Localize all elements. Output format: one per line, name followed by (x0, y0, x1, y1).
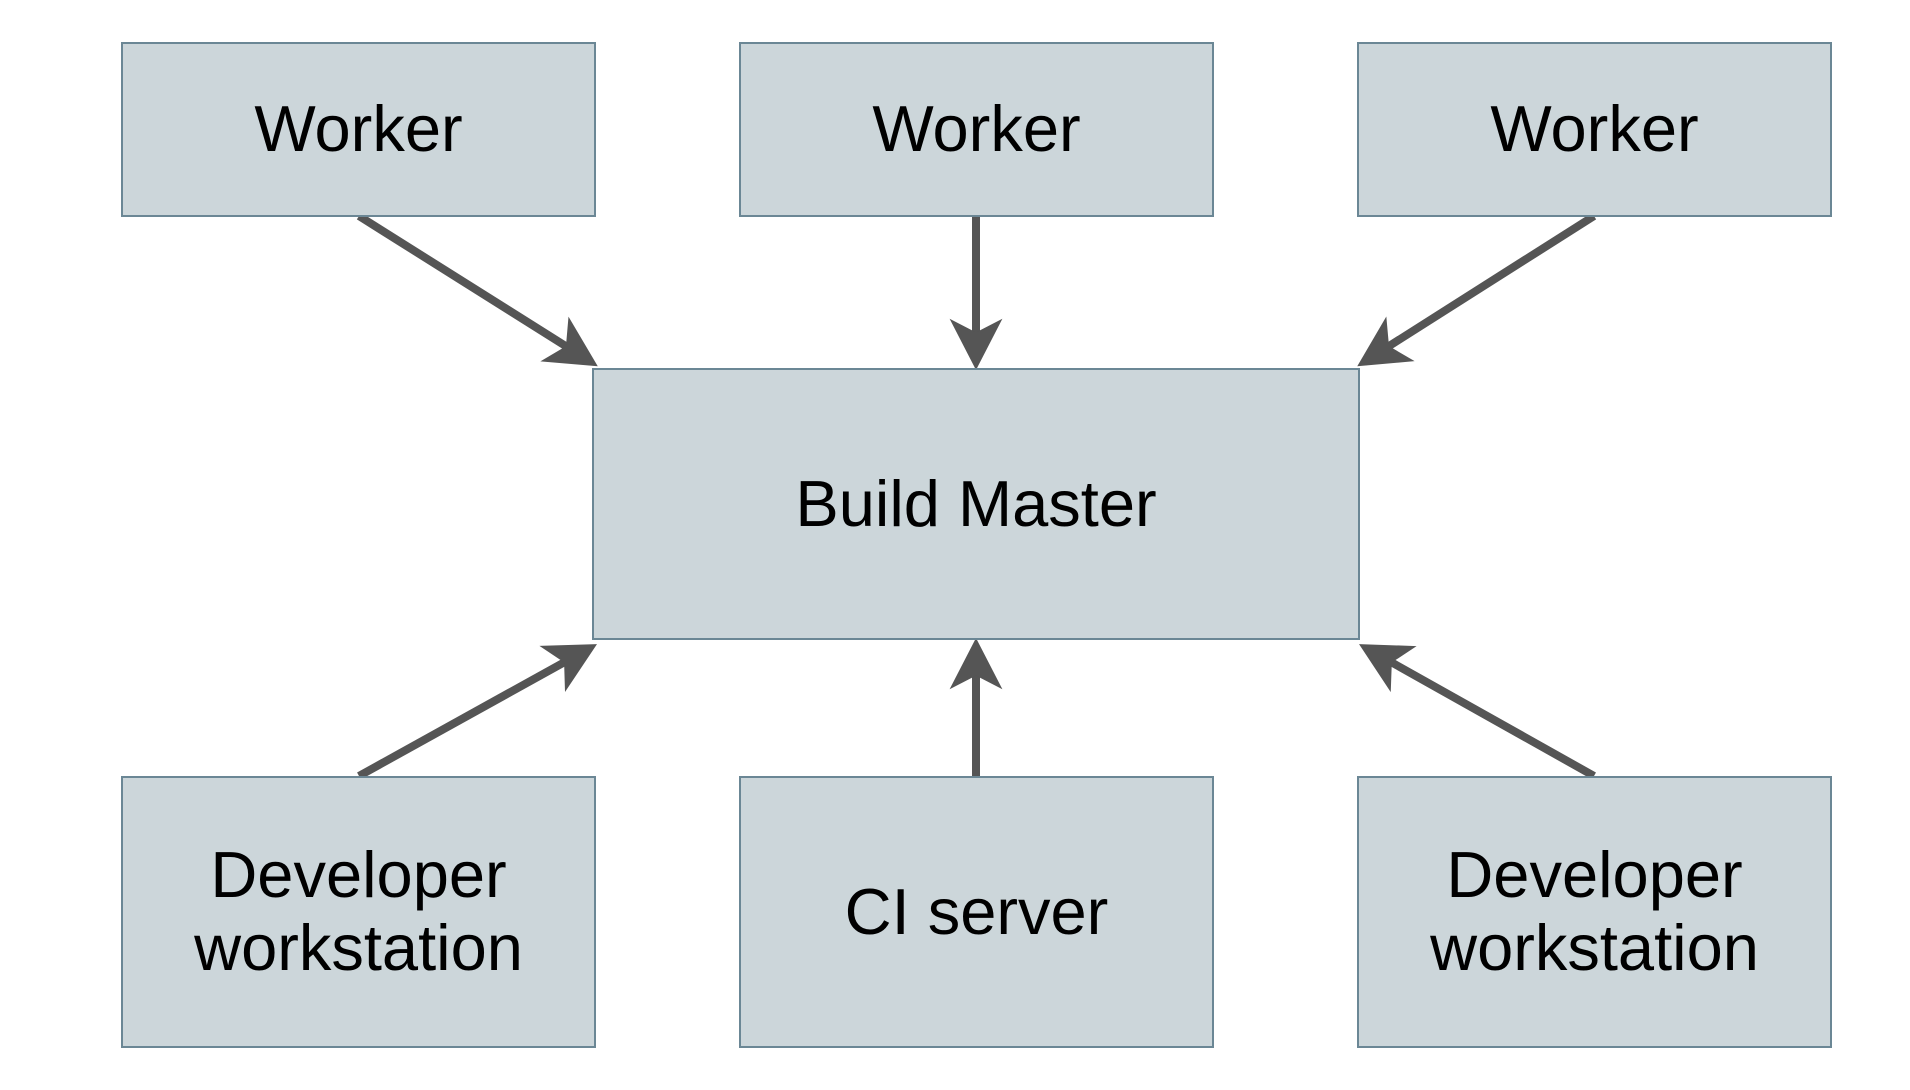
edge-dev-ws-1-to-build-master (357, 644, 597, 780)
node-build-master-label: Build Master (795, 466, 1157, 540)
node-developer-workstation-1-label: Developer workstation (194, 838, 523, 984)
edge-worker-3-to-build-master (1357, 212, 1597, 367)
node-developer-workstation-1[interactable]: Developer workstation (121, 776, 596, 1048)
node-developer-workstation-2-label: Developer workstation (1430, 838, 1759, 984)
node-worker-2-label: Worker (872, 92, 1081, 166)
node-worker-3[interactable]: Worker (1357, 42, 1832, 217)
node-build-master[interactable]: Build Master (592, 368, 1360, 640)
edge-dev-ws-2-to-build-master (1359, 644, 1596, 780)
edge-worker-1-to-build-master (356, 212, 598, 367)
node-worker-1[interactable]: Worker (121, 42, 596, 217)
node-worker-2[interactable]: Worker (739, 42, 1214, 217)
node-worker-1-label: Worker (254, 92, 463, 166)
node-worker-3-label: Worker (1490, 92, 1699, 166)
node-ci-server[interactable]: CI server (739, 776, 1214, 1048)
node-developer-workstation-2[interactable]: Developer workstation (1357, 776, 1832, 1048)
node-ci-server-label: CI server (844, 874, 1109, 948)
